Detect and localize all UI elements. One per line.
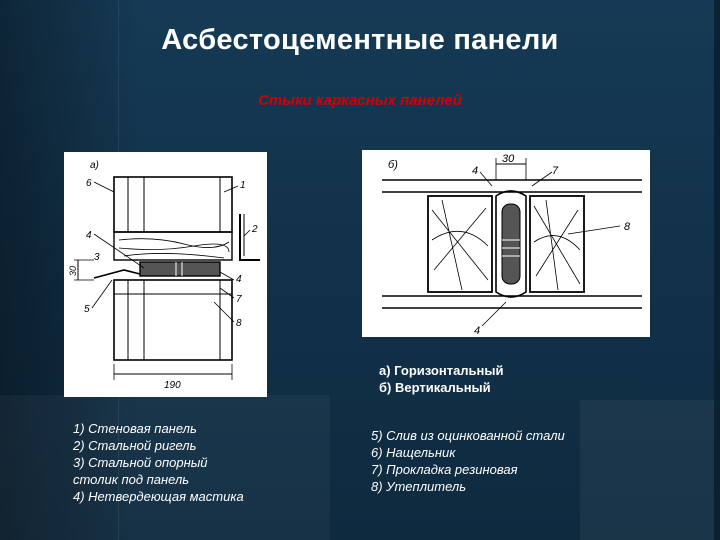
callout-1: 1 — [240, 180, 246, 191]
panel-letter-a: а) — [90, 160, 99, 171]
figure-vertical-joint: 30 б) 4 7 8 4 — [362, 150, 650, 337]
dim-width-label: 190 — [164, 380, 181, 391]
slide-subtitle: Стыки каркасных панелей — [258, 92, 462, 109]
background-block-right — [580, 400, 720, 540]
slide-title: Асбестоцементные панели — [161, 24, 559, 56]
callout-4-left: 4 — [86, 230, 92, 241]
background-block — [0, 395, 330, 540]
panel-letter-b: б) — [388, 159, 398, 171]
component-legend-left: 1) Стеновая панель 2) Стальной ригель 3)… — [73, 420, 244, 505]
legend-item-8: 8) Утеплитель — [371, 479, 467, 494]
legend-item-6: 6) Нащельник — [371, 445, 456, 460]
callout-7: 7 — [236, 294, 242, 305]
callout-4-right: 4 — [236, 274, 242, 285]
horizontal-joint-drawing: 30 190 а) 6 1 2 4 3 4 7 5 8 — [68, 160, 260, 391]
joint-type-legend: а) Горизонтальный б) Вертикальный — [379, 362, 504, 396]
legend-item-1: 1) Стеновая панель — [73, 421, 197, 436]
callout-4-top: 4 — [472, 165, 478, 177]
callout-8-right: 8 — [624, 221, 631, 233]
vertical-joint-drawing: 30 б) 4 7 8 4 — [382, 153, 642, 337]
callout-7-right: 7 — [552, 165, 559, 177]
callout-8: 8 — [236, 318, 242, 329]
figure-horizontal-joint: 30 190 а) 6 1 2 4 3 4 7 5 8 — [64, 152, 267, 397]
dim-height-label: 30 — [68, 266, 78, 276]
legend-item-3-cont: столик под панель — [73, 472, 190, 487]
legend-item-2: 2) Стальной ригель — [73, 438, 197, 453]
dim-gap-label: 30 — [502, 153, 515, 165]
component-legend-right: 5) Слив из оцинкованной стали 6) Нащельн… — [371, 427, 565, 495]
callout-3: 3 — [94, 252, 100, 263]
legend-item-5: 5) Слив из оцинкованной стали — [371, 428, 565, 443]
legend-type-horizontal: а) Горизонтальный — [379, 363, 504, 378]
legend-item-7: 7) Прокладка резиновая — [371, 462, 518, 477]
legend-type-vertical: б) Вертикальный — [379, 380, 491, 395]
legend-item-3: 3) Стальной опорный — [73, 455, 208, 470]
callout-6: 6 — [86, 178, 92, 189]
legend-item-4: 4) Нетвердеющая мастика — [73, 489, 244, 504]
callout-4-bottom: 4 — [474, 325, 480, 337]
slide-right-edge — [714, 0, 720, 540]
callout-2: 2 — [251, 224, 258, 235]
callout-5: 5 — [84, 304, 90, 315]
